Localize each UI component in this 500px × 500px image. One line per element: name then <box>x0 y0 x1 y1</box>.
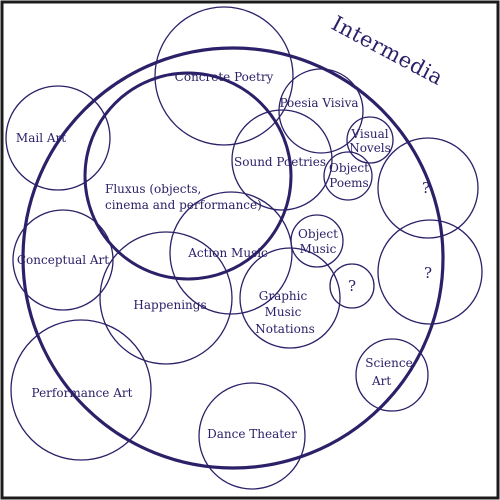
question-label-1: ? <box>422 179 430 197</box>
science-art-circle <box>355 338 429 412</box>
fluxus-label-1: Fluxus (objects, <box>105 182 201 196</box>
action-music-label: Action Music <box>187 246 268 260</box>
conceptual-art-circle <box>12 209 114 311</box>
concrete-poetry-label: Concrete Poetry <box>175 70 274 84</box>
performance-art-circle <box>10 319 152 461</box>
object-music-circle <box>290 214 344 268</box>
question-circle-3 <box>377 219 483 325</box>
graphic-notations-label-3: Notations <box>255 322 314 336</box>
question-label-3: ? <box>424 264 432 282</box>
poesia-visiva-label: Poesia Visiva <box>279 96 358 110</box>
conceptual-art-label: Conceptual Art <box>17 253 109 267</box>
science-art-label-1: Science <box>365 356 412 370</box>
visual-novels-circle <box>346 116 394 164</box>
intermedia-circle <box>21 46 445 470</box>
question-circle-2 <box>329 263 375 309</box>
science-art-label-2: Art <box>371 374 391 388</box>
graphic-notations-circle <box>239 247 341 349</box>
performance-art-label: Performance Art <box>32 386 133 400</box>
fluxus-label-2: cinema and performance) <box>105 198 262 212</box>
visual-novels-label-2: Novels <box>349 141 391 155</box>
dance-theater-label: Dance Theater <box>207 427 297 441</box>
question-label-2: ? <box>348 277 356 295</box>
graphic-notations-label-1: Graphic <box>259 289 308 303</box>
mail-art-label: Mail Art <box>16 131 66 145</box>
fluxus-circle <box>83 71 293 281</box>
object-music-label-1: Object <box>298 227 338 241</box>
mail-art-circle <box>5 85 111 191</box>
object-poems-label-2: Poems <box>329 176 368 190</box>
happenings-label: Happenings <box>133 298 206 312</box>
poesia-visiva-circle <box>278 68 364 154</box>
dance-theater-circle <box>198 382 306 490</box>
action-music-circle <box>169 191 293 315</box>
object-poems-circle <box>323 151 373 201</box>
object-poems-label-1: Object <box>329 161 369 175</box>
happenings-circle <box>99 231 233 365</box>
visual-novels-label-1: Visual <box>350 127 388 141</box>
graphic-notations-label-2: Music <box>265 305 302 319</box>
object-music-label-2: Music <box>300 242 337 256</box>
sound-poetries-circle <box>231 109 333 211</box>
concrete-poetry-circle <box>154 6 294 146</box>
question-circle-1 <box>377 137 479 239</box>
sound-poetries-label: Sound Poetries <box>234 155 326 169</box>
